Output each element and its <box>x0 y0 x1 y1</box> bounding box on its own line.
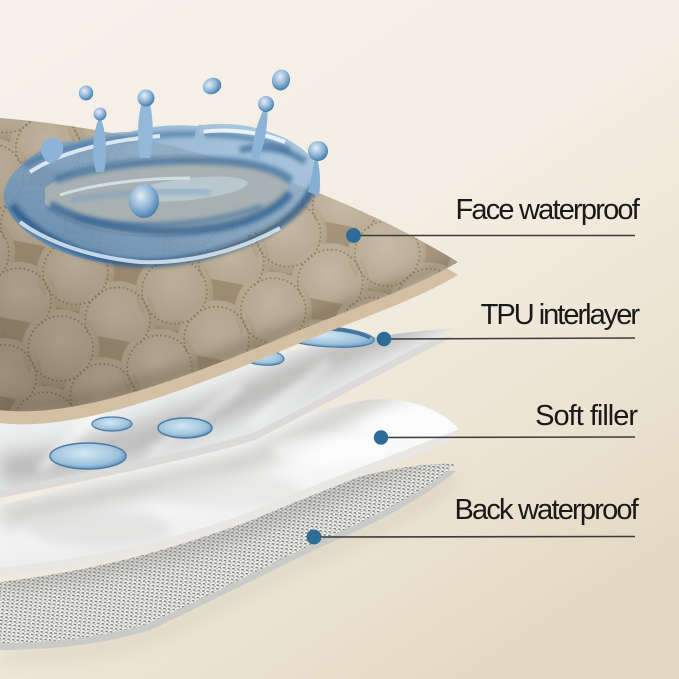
svg-text:Back waterproof: Back waterproof <box>454 494 639 526</box>
svg-text:Soft filler: Soft filler <box>535 400 638 432</box>
svg-text:Face waterproof: Face waterproof <box>455 194 640 226</box>
svg-text:TPU interlayer: TPU interlayer <box>481 299 641 331</box>
